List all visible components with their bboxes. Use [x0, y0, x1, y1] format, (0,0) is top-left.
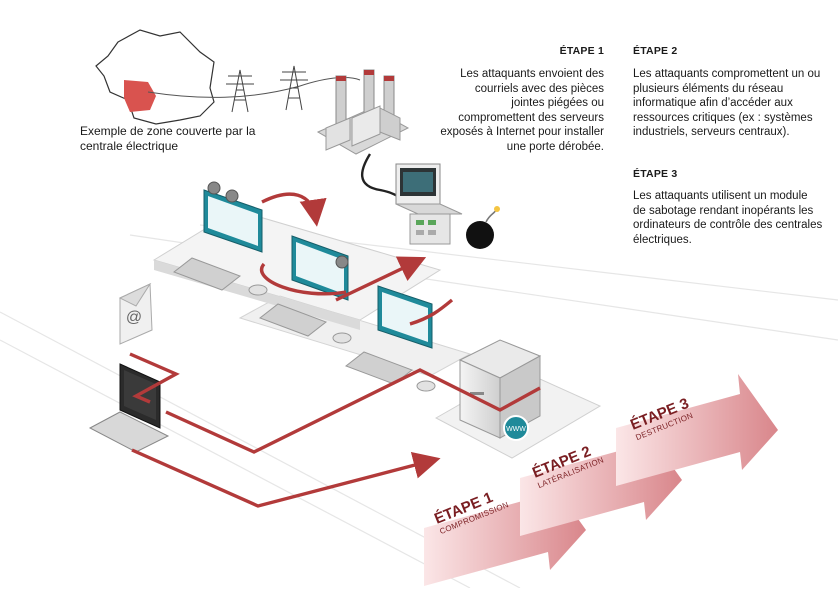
- map-caption: Exemple de zone couverte par la centrale…: [80, 124, 256, 153]
- step-2-description: Les attaquants compromettent un ou plusi…: [633, 68, 821, 139]
- server-icon: WWW: [434, 339, 602, 459]
- bomb-icon: [466, 206, 500, 249]
- workstation-3: [344, 285, 436, 392]
- step-3-description: Les attaquants utilisent un module de sa…: [633, 190, 823, 246]
- highlighted-region: [124, 80, 156, 112]
- www-badge-text: WWW: [506, 426, 526, 433]
- france-map: [95, 29, 361, 125]
- workstation-2: [258, 235, 352, 344]
- step-1-title: ÉTAPE 1: [559, 45, 604, 57]
- control-computer-icon: [395, 163, 463, 245]
- email-at-symbol: @: [126, 309, 142, 326]
- attack-paths: [129, 192, 541, 508]
- step-2-title: ÉTAPE 2: [633, 45, 678, 57]
- step-3-title: ÉTAPE 3: [633, 168, 678, 180]
- workstation-1: [172, 189, 268, 296]
- pylon-icon: [226, 65, 308, 113]
- power-plant-icon: [316, 69, 410, 207]
- step-1-description: Les attaquants envoient des courriels av…: [440, 68, 604, 153]
- www-badge: [503, 415, 529, 441]
- email-icon: @: [118, 282, 153, 345]
- stage-arrows: [424, 374, 778, 586]
- laptop-icon: [88, 363, 170, 453]
